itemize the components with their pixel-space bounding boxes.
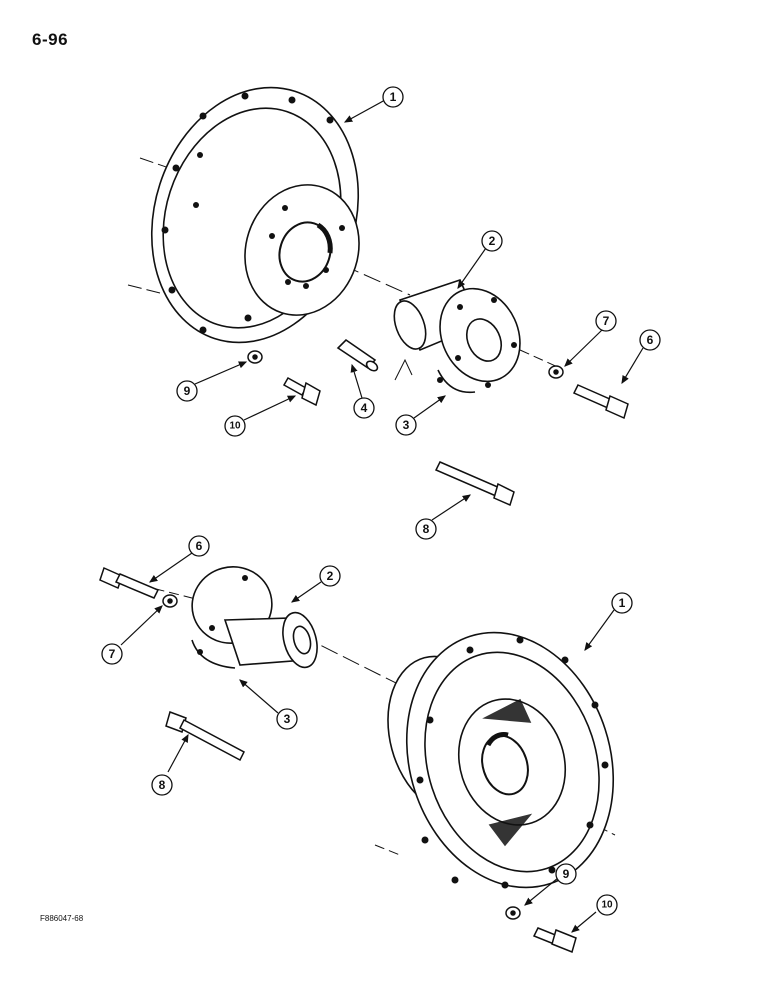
top-washer-right: [548, 365, 564, 379]
callout-top-bolt-left: 10: [229, 421, 241, 432]
callout-top-bolt-right: 6: [647, 333, 654, 347]
callout-top-long-bolt: 8: [423, 522, 430, 536]
bottom-washer-right: [505, 906, 521, 920]
page-number: 6-96: [32, 30, 69, 49]
top-key: [336, 338, 413, 381]
callout-bottom-hub: 2: [327, 569, 334, 583]
callout-top-washer-left: 9: [184, 384, 191, 398]
bottom-bolt-right: [532, 927, 577, 954]
bottom-hub: [191, 566, 318, 669]
top-bolt-right: [572, 384, 629, 420]
callout-bottom-long-bolt: 8: [159, 778, 166, 792]
callout-bottom-washer: 7: [109, 647, 116, 661]
callout-bottom-washer-right: 9: [563, 867, 570, 881]
callout-bottom-bolt-right: 10: [601, 900, 613, 911]
bottom-bolt: [99, 566, 160, 599]
callout-top-hub: 2: [489, 234, 496, 248]
callout-top-clamp: 3: [403, 418, 410, 432]
top-long-bolt: [434, 461, 515, 507]
figure-code: F886047-68: [40, 914, 84, 923]
bottom-long-bolt: [165, 711, 245, 762]
callout-bottom-clamp: 3: [284, 712, 291, 726]
bottom-washer: [162, 594, 178, 608]
top-washer-left: [247, 350, 263, 364]
callout-bottom-housing: 1: [619, 596, 626, 610]
top-housing: [150, 86, 360, 344]
top-hub: [393, 279, 521, 394]
callout-top-washer-right: 7: [603, 314, 610, 328]
callout-circles: [101, 86, 661, 916]
callout-top-housing: 1: [390, 90, 397, 104]
callout-bottom-bolt: 6: [196, 539, 203, 553]
top-bolt-left: [282, 376, 321, 407]
leader-lines: [120, 99, 644, 933]
bottom-housing: [387, 631, 615, 889]
callout-top-key: 4: [361, 401, 368, 415]
